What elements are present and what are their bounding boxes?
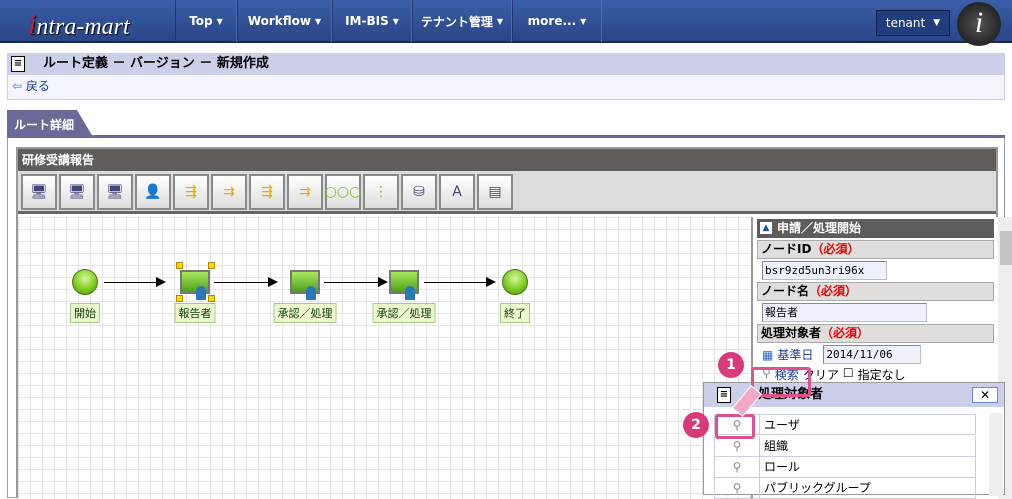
tool-1-icon[interactable]: 🖥 — [21, 174, 57, 210]
search-icon[interactable]: ⚲ — [715, 415, 760, 434]
dialog-scrollbar[interactable] — [989, 413, 1003, 496]
flow-arrow — [214, 277, 278, 287]
clear-link[interactable]: クリア — [802, 368, 839, 382]
chevron-down-icon: ▼ — [315, 16, 322, 26]
node-label[interactable]: 承認／処理 — [372, 303, 436, 323]
header: intra-mart Top▼ Workflow▼ IM-BIS▼ テナント管理… — [0, 0, 1012, 46]
search-icon[interactable]: ⚲ — [715, 436, 760, 456]
circle-icon — [72, 269, 98, 295]
node-name-input[interactable]: 報告者 — [762, 303, 927, 322]
field-label: ノードID（必須） — [757, 240, 994, 259]
node-label[interactable]: 報告者 — [174, 303, 216, 323]
list-item[interactable]: ⚲組織 — [714, 436, 976, 457]
task-node[interactable] — [180, 270, 210, 300]
chevron-down-icon: ▼ — [392, 16, 399, 26]
highlight-user — [715, 414, 755, 439]
user-menu-icon[interactable]: i — [957, 2, 1001, 46]
chevron-down-icon: ▼ — [216, 16, 223, 26]
page-title: ルート定義 － バージョン － 新規作成 — [43, 56, 269, 71]
tool-10-icon[interactable]: ⋮ — [363, 174, 399, 210]
close-button[interactable]: ✕ — [972, 387, 998, 403]
back-arrow-icon: ⇦ — [12, 79, 23, 93]
page-title-bar: ≡ ルート定義 － バージョン － 新規作成 — [7, 53, 1005, 75]
field-label: 処理対象者（必須） — [757, 324, 994, 343]
tool-7-icon[interactable]: ⇶ — [249, 174, 285, 210]
nav-im-bis[interactable]: IM-BIS▼ — [332, 0, 412, 42]
start-node[interactable] — [72, 269, 98, 295]
route-title: 研修受講報告 — [18, 149, 996, 171]
nav-workflow[interactable]: Workflow▼ — [237, 0, 332, 42]
tenant-dropdown[interactable]: tenant▼ — [876, 10, 950, 36]
chevron-down-icon: ▼ — [496, 16, 504, 26]
selection-handle[interactable] — [208, 262, 215, 269]
selection-handle[interactable] — [176, 262, 183, 269]
tool-3-icon[interactable]: 🖥 — [97, 174, 133, 210]
node-label[interactable]: 開始 — [70, 303, 100, 323]
step-badge-1: 1 — [718, 352, 744, 378]
back-row: ⇦ 戻る — [7, 75, 1005, 100]
flow-arrow — [424, 277, 496, 287]
list-item[interactable]: ⚲ロール — [714, 457, 976, 478]
selection-handle[interactable] — [176, 295, 183, 302]
circle-icon — [502, 269, 528, 295]
tab-route-detail[interactable]: ルート詳細 — [7, 110, 93, 137]
route-canvas[interactable]: 開始 報告者 承認／処理 承認／処理 終了 — [18, 217, 750, 499]
field-label: ノード名（必須） — [757, 282, 994, 301]
logo[interactable]: intra-mart — [28, 8, 130, 41]
collapse-icon[interactable]: ▲ — [760, 222, 772, 234]
tool-9-icon[interactable]: ○○○ — [325, 174, 361, 210]
flow-arrow — [104, 277, 166, 287]
nav-top[interactable]: Top▼ — [175, 0, 237, 42]
tool-13-icon[interactable]: ▤ — [477, 174, 513, 210]
tool-8-icon[interactable]: ⇉ — [287, 174, 323, 210]
highlight-search — [751, 367, 811, 397]
tool-6-icon[interactable]: ⇉ — [211, 174, 247, 210]
end-node[interactable] — [502, 269, 528, 295]
task-node[interactable] — [389, 270, 419, 300]
tool-4-icon[interactable]: 👤 — [135, 174, 171, 210]
tool-12-icon[interactable]: A — [439, 174, 475, 210]
tool-11-icon[interactable]: ⛁ — [401, 174, 437, 210]
search-icon[interactable]: ⚲ — [715, 478, 760, 498]
task-node[interactable] — [290, 270, 320, 300]
user-screen-icon — [290, 270, 320, 300]
search-icon[interactable]: ⚲ — [715, 457, 760, 477]
section-header[interactable]: ▲申請／処理開始 — [757, 219, 994, 238]
tab-band — [7, 135, 1005, 138]
back-link[interactable]: 戻る — [25, 79, 50, 93]
clipboard-icon: ≡ — [11, 56, 25, 72]
nav-more[interactable]: more...▼ — [512, 0, 602, 42]
scroll-thumb[interactable] — [1000, 231, 1012, 265]
node-id-input[interactable]: bsr9zd5un3ri96x — [762, 261, 887, 280]
base-date-input[interactable]: 2014/11/06 — [823, 345, 922, 364]
node-label[interactable]: 承認／処理 — [273, 303, 337, 323]
chevron-down-icon: ▼ — [580, 16, 587, 26]
flow-arrow — [324, 277, 388, 287]
nav-tenant-admin[interactable]: テナント管理▼ — [412, 0, 512, 42]
tool-5-icon[interactable]: ⇶ — [173, 174, 209, 210]
node-label[interactable]: 終了 — [500, 303, 530, 323]
chevron-down-icon: ▼ — [933, 18, 941, 28]
base-date-link[interactable]: 基準日 — [777, 348, 814, 362]
search-icon: ⚲ — [762, 366, 771, 380]
user-screen-icon — [180, 270, 210, 300]
tool-2-icon[interactable]: 🖥 — [59, 174, 95, 210]
search-link[interactable]: 検索 — [774, 368, 799, 382]
step-badge-2: 2 — [683, 412, 709, 438]
clipboard-icon: ≡ — [717, 387, 731, 403]
list-item[interactable]: ⚲ユーザ — [714, 414, 976, 435]
user-screen-icon — [389, 270, 419, 300]
none-checkbox[interactable]: ☐ — [842, 366, 854, 380]
list-item[interactable]: ⚲パブリックグループ — [714, 478, 976, 499]
calendar-icon[interactable]: ▦ — [762, 347, 774, 362]
toolbar: 🖥🖥🖥👤⇶⇉⇶⇉○○○⋮⛁A▤ — [18, 171, 996, 214]
selection-handle[interactable] — [208, 295, 215, 302]
